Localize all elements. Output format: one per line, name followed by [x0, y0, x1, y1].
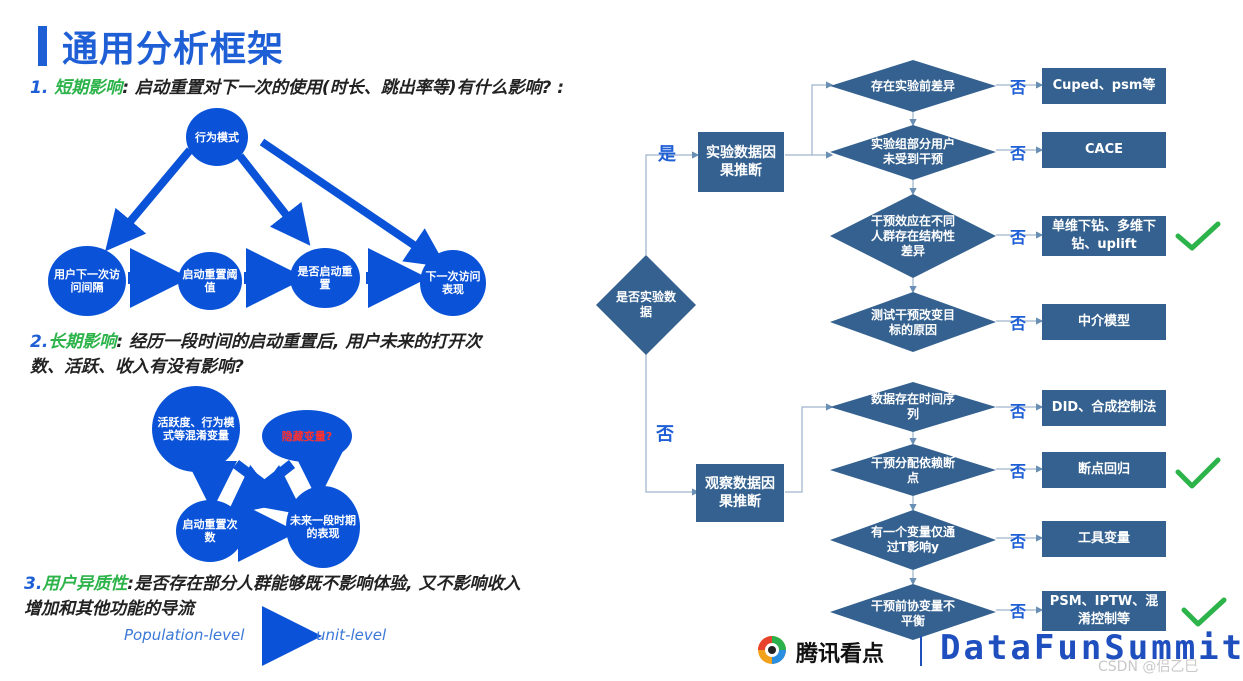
check-icon-obs-4 — [1181, 597, 1227, 627]
node-is-reset: 是否启动重置 — [290, 248, 360, 308]
no-obs-3: 否 — [1010, 532, 1027, 551]
out-obs-4: PSM、IPTW、混淆控制等 — [1042, 591, 1166, 631]
question-3-number: 3. — [24, 574, 43, 594]
node-next-visit-performance: 下一次访问表现 — [420, 250, 486, 316]
node-reset-threshold: 启动重置阈值 — [178, 252, 242, 310]
exp-q-4: 测试干预改变目标的原因 — [870, 308, 955, 337]
node-behavior-pattern: 行为模式 — [186, 108, 248, 166]
diamond-exp-1 — [830, 60, 996, 112]
question-2-line2: 数、活跃、收入有没有影响? — [30, 357, 244, 377]
question-2-line1: : 经历一段时间的启动重置后, 用户未来的打开次 — [116, 332, 482, 352]
question-2-number: 2. — [30, 332, 49, 352]
diamond-exp-2 — [830, 125, 996, 180]
node-hidden-variable: 隐藏变量? — [262, 410, 352, 462]
flowchart — [596, 60, 1227, 640]
question-3-line2: 增加和其他功能的导流 — [24, 599, 194, 619]
no-label: 否 — [656, 424, 674, 445]
node-future-performance: 未来一段时期的表现 — [286, 486, 360, 568]
yes-label: 是 — [658, 144, 676, 165]
question-1-number: 1. — [30, 78, 49, 98]
exp-q-3: 干预效应在不同人群存在结构性差异 — [870, 213, 955, 258]
brand-datafunsummit: DataFunSummit — [940, 628, 1243, 668]
question-1: 1. 短期影响: 启动重置对下一次的使用(时长、跳出率等)有什么影响? : — [30, 76, 630, 101]
check-icon-obs-2 — [1175, 457, 1221, 489]
diamond-obs-1 — [830, 382, 996, 432]
population-level-label: Population-level — [124, 626, 245, 644]
no-obs-2: 否 — [1010, 462, 1027, 481]
diamond-exp-3 — [830, 194, 996, 278]
out-obs-2: 断点回归 — [1042, 452, 1166, 488]
question-3-highlight: 用户异质性 — [42, 574, 128, 594]
no-exp-4: 否 — [1010, 314, 1027, 333]
check-icon-exp-3 — [1175, 221, 1221, 251]
experiment-box: 实验数据因果推断 — [698, 132, 784, 192]
no-exp-2: 否 — [1010, 144, 1027, 163]
page-title: 通用分析框架 — [62, 29, 285, 70]
diamond-obs-4 — [830, 584, 996, 640]
watermark: CSDN @侣乙巳 — [1098, 659, 1199, 675]
diamond-exp-4 — [830, 292, 996, 352]
arrow-behavior-to-reset — [236, 153, 311, 246]
unit-level-label: unit-level — [316, 626, 387, 644]
logo-text: 腾讯看点 — [796, 642, 885, 667]
out-obs-1: DID、合成控制法 — [1042, 390, 1166, 426]
exp-q-2: 实验组部分用户未受到干预 — [870, 137, 955, 166]
question-3: 3.用户异质性:是否存在部分人群能够既不影响体验, 又不影响收入 增加和其他功能… — [24, 572, 604, 622]
edge-root-obs — [645, 353, 700, 496]
title-accent-bar — [38, 26, 47, 66]
root-label: 是否实验数据 — [616, 290, 677, 319]
diamond-root — [596, 255, 696, 355]
question-1-text: : 启动重置对下一次的使用(时长、跳出率等)有什么影响? : — [122, 78, 565, 98]
exp-q-1: 存在实验前差异 — [870, 78, 955, 93]
no-exp-3: 否 — [1010, 228, 1027, 247]
obs-q-2: 干预分配依赖断点 — [870, 456, 955, 485]
arrow-behavior-to-next — [259, 138, 447, 268]
node-reset-count: 启动重置次数 — [176, 500, 244, 562]
diagram-1-arrows — [105, 138, 447, 666]
obs-q-1: 数据存在时间序列 — [870, 392, 955, 421]
question-2: 2.长期影响: 经历一段时间的启动重置后, 用户未来的打开次 数、活跃、收入有没… — [30, 330, 570, 380]
arrow-hidden-to-count — [226, 460, 296, 516]
footer-divider — [920, 636, 922, 666]
out-exp-2: CACE — [1042, 132, 1166, 168]
diamond-obs-2 — [830, 444, 996, 496]
obs-q-4: 干预前协变量不平衡 — [870, 599, 955, 628]
diamond-obs-3 — [830, 510, 996, 570]
node-confounders: 活跃度、行为模式等混淆变量 — [152, 386, 240, 472]
out-obs-3: 工具变量 — [1042, 521, 1166, 557]
no-exp-1: 否 — [1010, 78, 1027, 97]
node-visit-interval: 用户下一次访问间隔 — [48, 246, 126, 316]
question-3-line1: :是否存在部分人群能够既不影响体验, 又不影响收入 — [127, 574, 521, 594]
arrow-behavior-to-interval — [105, 147, 194, 252]
question-1-highlight: 短期影响 — [54, 78, 123, 98]
out-exp-1: Cuped、psm等 — [1042, 68, 1166, 104]
edge-root-exp — [645, 151, 700, 255]
no-obs-1: 否 — [1010, 402, 1027, 421]
eye-logo-icon — [758, 636, 786, 664]
no-obs-4: 否 — [1010, 602, 1027, 621]
obs-q-3: 有一个变量仅通过T影响y — [870, 525, 955, 554]
out-exp-3: 单维下钻、多维下钻、uplift — [1042, 216, 1166, 256]
question-2-highlight: 长期影响 — [48, 332, 117, 352]
observation-box: 观察数据因果推断 — [696, 464, 784, 522]
out-exp-4: 中介模型 — [1042, 304, 1166, 340]
